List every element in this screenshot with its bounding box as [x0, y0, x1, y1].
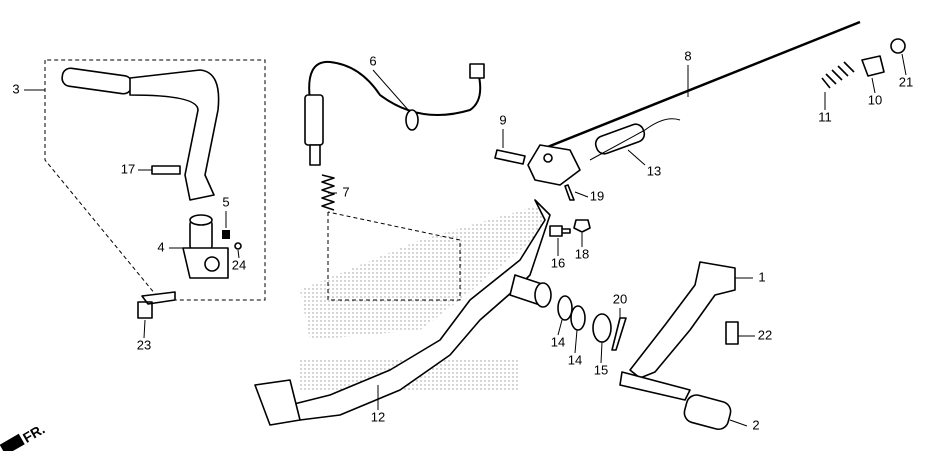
cotter-pin-19: [564, 184, 575, 201]
kick-starter-arm: [61, 67, 220, 201]
brake-pedal: [254, 199, 552, 426]
nut-18: [573, 219, 591, 233]
bolt-22: [725, 321, 739, 345]
bolt-9: [494, 149, 526, 165]
seal-14a: [557, 295, 573, 321]
gearshift-pedal: [619, 261, 736, 431]
callout-15: 15: [594, 362, 608, 377]
callout-16: 16: [551, 255, 565, 270]
callout-7: 7: [342, 184, 349, 199]
callout-20: 20: [613, 291, 627, 306]
callout-3: 3: [12, 81, 19, 96]
callout-5: 5: [222, 194, 229, 209]
callout-1: 1: [758, 269, 765, 284]
kick-starter-spindle: [182, 214, 229, 279]
stop-switch: [304, 60, 485, 166]
callout-10: 10: [868, 92, 882, 107]
front-label: FR.: [20, 421, 48, 446]
nut-21: [890, 38, 906, 54]
front-arrow-icon: [0, 433, 25, 451]
spring-11: [821, 61, 855, 89]
callout-9: 9: [499, 112, 506, 127]
callout-14b: 14: [568, 352, 582, 367]
brake-rod: [527, 20, 861, 186]
callout-12: 12: [371, 409, 385, 424]
pin-20: [611, 317, 627, 351]
callout-24: 24: [232, 257, 246, 272]
front-direction-marker: FR.: [0, 421, 48, 451]
spring-13: [589, 118, 681, 161]
callout-2: 2: [752, 417, 759, 432]
callout-4: 4: [157, 239, 164, 254]
seal-14b: [570, 305, 586, 331]
callout-18: 18: [575, 246, 589, 261]
callout-6: 6: [369, 53, 376, 68]
bolt-16: [549, 225, 571, 237]
callout-13: 13: [647, 163, 661, 178]
joint-10: [861, 55, 885, 77]
callout-22: 22: [758, 327, 772, 342]
callout-11: 11: [818, 109, 832, 124]
pin-5: [222, 230, 230, 239]
clip-24: [234, 242, 242, 250]
bolt-23: [137, 291, 176, 319]
callout-8: 8: [684, 48, 691, 63]
bolt-17: [151, 165, 181, 175]
callout-17: 17: [121, 161, 135, 176]
callout-23: 23: [137, 337, 151, 352]
callout-19: 19: [590, 188, 604, 203]
callout-14a: 14: [551, 334, 565, 349]
spring-reference-line: [327, 211, 461, 301]
washer-15: [592, 313, 612, 343]
callout-21: 21: [899, 74, 913, 89]
callout-leaders: [24, 53, 907, 427]
